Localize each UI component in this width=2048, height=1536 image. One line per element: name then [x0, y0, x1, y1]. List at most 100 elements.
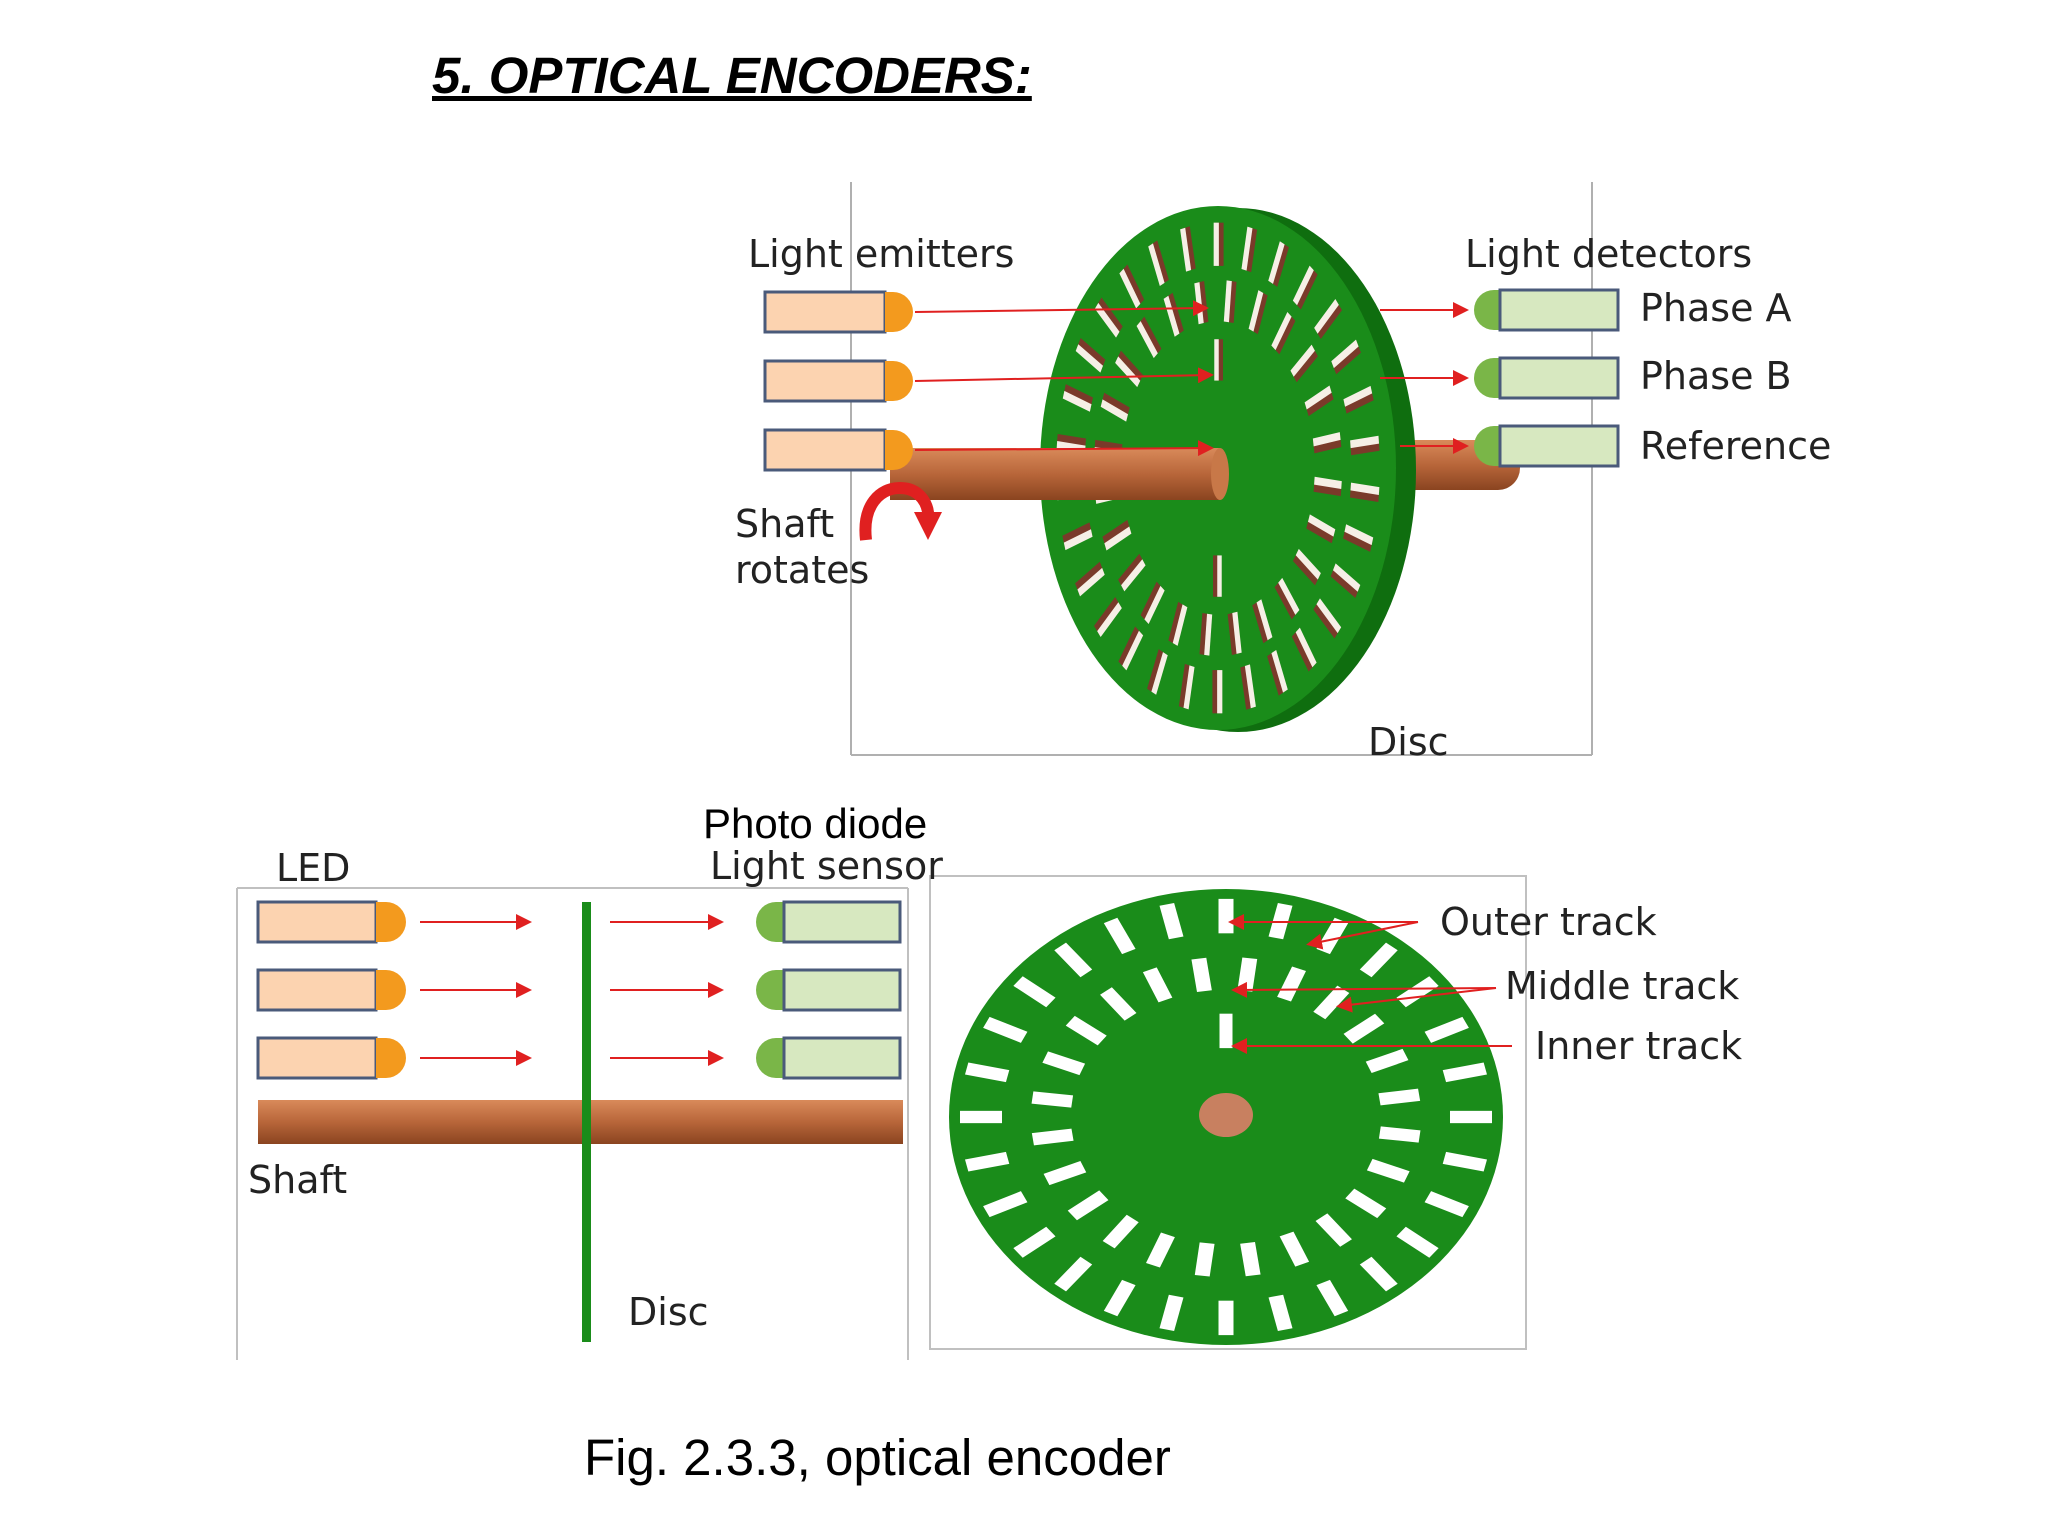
shaft-rotates-label: Shaft	[735, 502, 835, 546]
disc-slot	[1343, 1013, 1385, 1044]
disc-slot	[1278, 577, 1300, 615]
disc-slot	[1366, 1158, 1410, 1183]
disc-slot	[1424, 1016, 1469, 1043]
disc-slot	[1331, 339, 1359, 369]
disc-slot	[1344, 524, 1374, 546]
disc-slot	[1100, 399, 1129, 422]
disc-slot	[1217, 670, 1223, 714]
disc-slot	[1067, 1190, 1109, 1221]
light-beam	[914, 440, 1214, 457]
disc-slot	[1119, 268, 1141, 309]
reference-label: Reference	[1640, 424, 1832, 468]
light-detector	[1474, 288, 1620, 332]
disc-slot	[1054, 942, 1093, 978]
disc-slot	[965, 1151, 1010, 1172]
side-view-diagram	[236, 887, 909, 1360]
disc-slot	[1213, 222, 1219, 266]
led	[256, 968, 406, 1012]
disc-slot	[1248, 290, 1264, 332]
disc-slot	[1268, 1294, 1293, 1332]
disc-slot	[960, 1110, 1002, 1124]
light-detector	[1474, 356, 1620, 400]
disc-face-view	[929, 875, 1527, 1350]
disc-slot	[1054, 1256, 1093, 1292]
shaft-rotates-label-2: rotates	[735, 548, 870, 592]
rotation-arrow-icon	[859, 481, 942, 541]
disc-slot	[1295, 548, 1321, 580]
disc-slot	[1218, 1300, 1234, 1336]
disc-slot	[1042, 1051, 1086, 1076]
phase-b-label: Phase B	[1640, 354, 1792, 398]
disc-slot	[1343, 385, 1373, 407]
disc-slot	[1075, 344, 1103, 373]
page-heading: 5. OPTICAL ENCODERS:	[432, 47, 1032, 104]
disc-slot	[1065, 1015, 1107, 1046]
disc-slot	[1100, 987, 1137, 1021]
disc-slot	[965, 1062, 1010, 1083]
disc-slot	[1031, 1128, 1074, 1146]
disc-slot	[1183, 665, 1195, 710]
phase-a-label: Phase A	[1640, 286, 1792, 330]
light-sensor	[756, 968, 902, 1012]
disc-slot	[1148, 243, 1165, 287]
disc-slot	[1350, 482, 1380, 495]
disc-slot	[1450, 1110, 1492, 1124]
disc-slot	[1214, 339, 1219, 381]
disc-slot	[1292, 265, 1314, 306]
disc-slot	[1350, 435, 1380, 449]
disc-slot	[983, 1191, 1028, 1218]
disc-slot	[1115, 356, 1141, 388]
disc-slot	[1097, 602, 1122, 638]
led-label: LED	[276, 846, 351, 890]
disc-slot	[1102, 1214, 1139, 1249]
disc-slot	[1424, 1191, 1469, 1218]
shaft-hole	[1199, 1093, 1253, 1137]
disc-slot	[1136, 321, 1158, 359]
disc-slot	[1172, 604, 1188, 646]
disc-slot	[1244, 664, 1256, 709]
disc-slot	[1232, 611, 1242, 654]
disc-slot	[1163, 295, 1180, 337]
disc-slot	[1313, 985, 1350, 1020]
disc-slot	[1359, 1256, 1398, 1292]
disc-slot	[1277, 966, 1307, 1002]
disc-slot	[1159, 1294, 1184, 1332]
disc-slot	[1194, 1242, 1215, 1277]
disc-slot	[1191, 957, 1212, 992]
disc-slot	[1290, 344, 1315, 377]
disc-slot	[1314, 476, 1342, 489]
light-sensor-label: Light sensor	[710, 844, 943, 888]
disc-slot	[1144, 585, 1165, 624]
disc-slot	[1345, 1188, 1387, 1219]
disc-slot	[1159, 902, 1184, 940]
light-beam	[914, 300, 1209, 317]
light-detector	[1474, 424, 1620, 468]
light-sensor	[756, 900, 902, 944]
disc-slot	[1077, 567, 1105, 597]
disc-slot	[1378, 1126, 1421, 1143]
disc-slot	[1122, 630, 1144, 671]
disc-slot	[1223, 280, 1232, 323]
disc-side-label: Disc	[628, 1290, 709, 1334]
disc-slot	[1359, 942, 1398, 978]
disc-slot	[1180, 227, 1192, 272]
figure-caption: Fig. 2.3.3, optical encoder	[584, 1429, 1171, 1486]
disc-slot	[1271, 649, 1288, 693]
disc-slot	[1396, 1226, 1439, 1258]
shaft-front	[890, 448, 1220, 500]
inner-track-label: Inner track	[1535, 1024, 1743, 1068]
disc-slot	[1145, 1232, 1175, 1268]
disc-slot	[1316, 1279, 1349, 1317]
disc-slot	[1279, 1231, 1310, 1267]
photo-diode-label: Photo diode	[703, 800, 928, 847]
shaft	[258, 1100, 903, 1144]
disc-slot	[1268, 241, 1285, 284]
disc-slot	[1103, 1279, 1136, 1317]
disc-slot	[1365, 1048, 1409, 1073]
disc-slot	[1378, 1088, 1421, 1106]
disc-slot	[1094, 302, 1120, 338]
disc-slot	[1396, 976, 1439, 1008]
disc-slot	[1043, 1161, 1087, 1186]
light-emitter	[763, 290, 913, 334]
shaft-label: Shaft	[248, 1158, 348, 1202]
